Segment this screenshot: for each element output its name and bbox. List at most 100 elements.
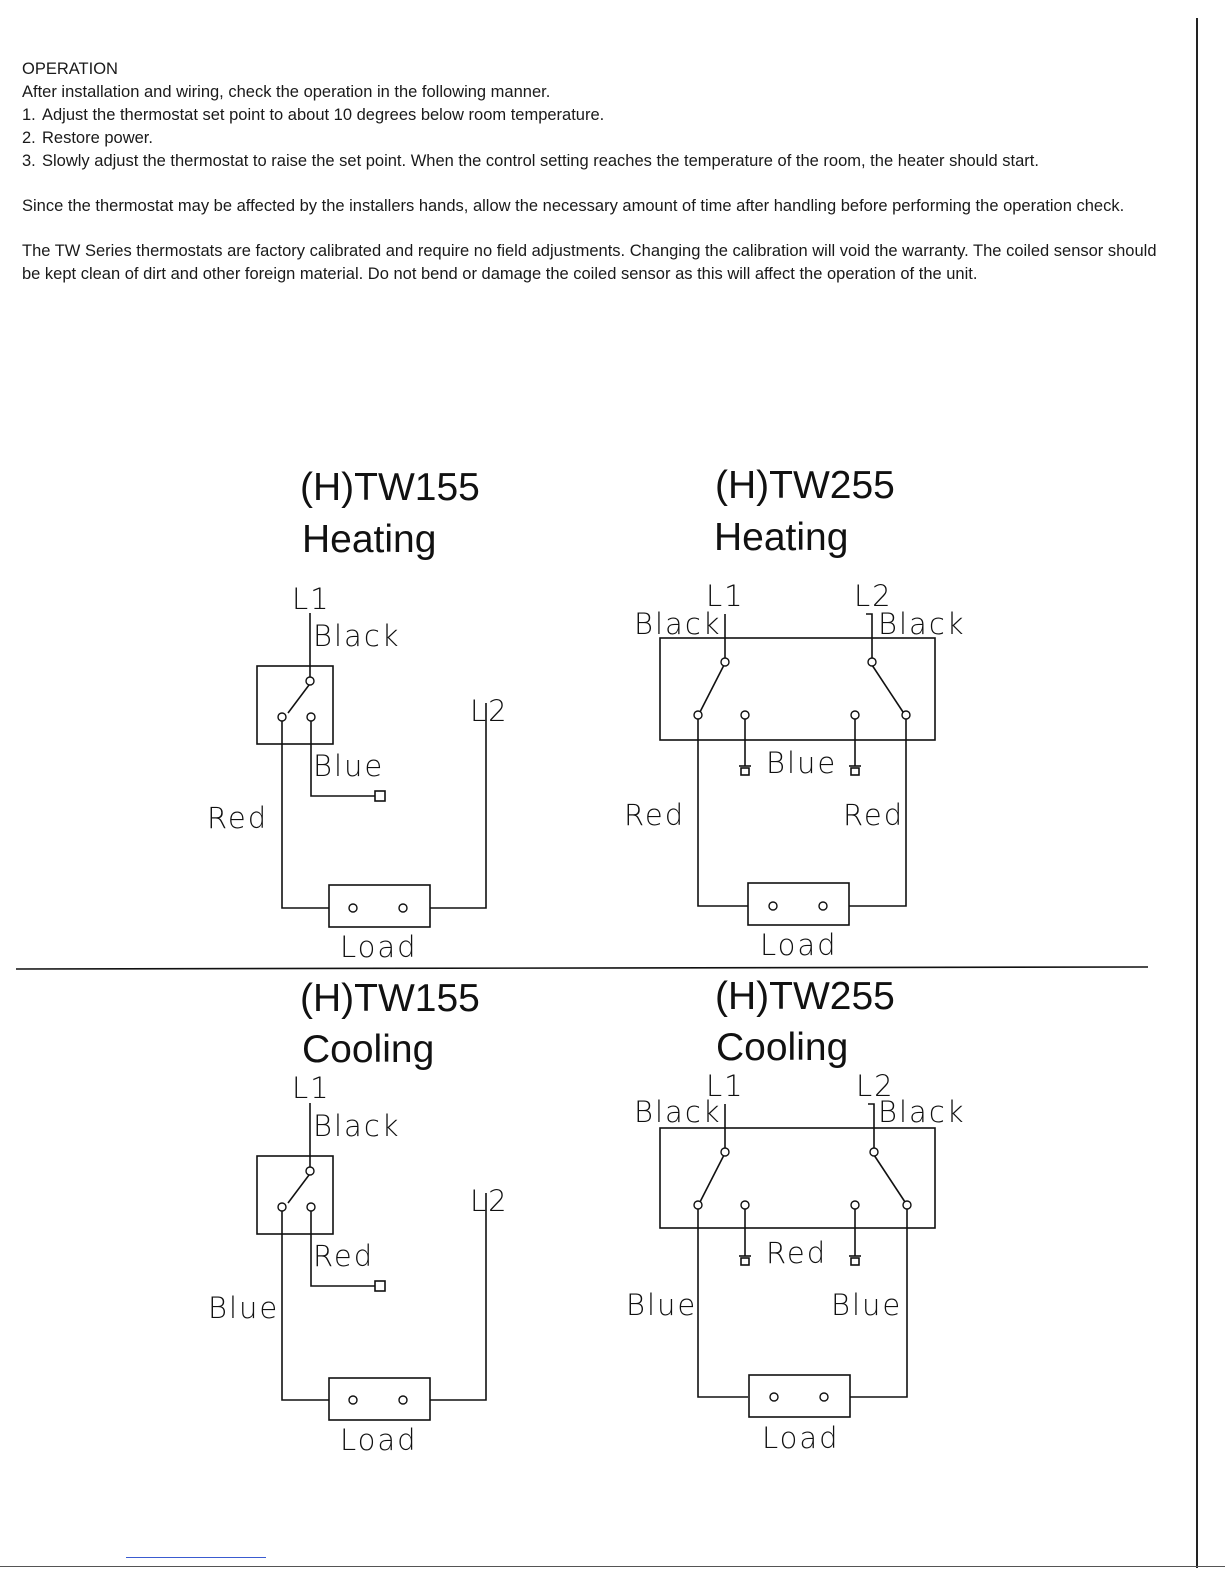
wire-black-right xyxy=(866,613,873,658)
contact xyxy=(867,657,877,667)
load-box xyxy=(747,882,850,926)
contact xyxy=(277,1202,287,1212)
load-contact xyxy=(819,1392,829,1402)
switch-blade-right xyxy=(873,1154,906,1203)
bottom-link-underline xyxy=(126,1557,266,1558)
operation-heading: OPERATION xyxy=(22,60,118,78)
wire-label-red: Red xyxy=(207,801,268,835)
load-label: Load xyxy=(762,1421,840,1455)
contact xyxy=(902,1200,912,1210)
wire-label-black-left: Black xyxy=(634,1095,722,1129)
switch-box xyxy=(659,1127,936,1229)
contact xyxy=(869,1147,879,1157)
wire-blue-left xyxy=(697,1208,748,1398)
diagram-mode-title: Cooling xyxy=(716,1026,848,1069)
load-box xyxy=(748,1374,851,1418)
contact xyxy=(720,657,730,667)
step-number: 1. xyxy=(22,106,36,124)
diagram-model-title: (H)TW155 xyxy=(300,466,480,509)
wire-label-black-left: Black xyxy=(634,607,722,641)
contact xyxy=(693,710,703,720)
load-contact xyxy=(398,903,408,913)
step-item: 1. Adjust the thermostat set point to ab… xyxy=(22,104,1162,127)
wire-red-right xyxy=(849,718,907,907)
wire-red xyxy=(281,720,329,909)
wire-label-black: Black xyxy=(313,1109,401,1143)
red-terminal xyxy=(850,1257,860,1266)
wire-label-black: Black xyxy=(313,619,401,653)
switch-box xyxy=(256,665,334,745)
load-label: Load xyxy=(340,930,418,964)
wire-red xyxy=(310,1210,375,1287)
red-terminal xyxy=(374,1280,386,1292)
step-text: Adjust the thermostat set point to about… xyxy=(42,106,605,124)
wire-label-red: Red xyxy=(313,1239,374,1273)
handling-note: Since the thermostat may be affected by … xyxy=(22,197,1125,215)
switch-blade xyxy=(287,1174,310,1204)
l1-label: L1 xyxy=(292,582,331,616)
l1-label: L1 xyxy=(706,579,745,613)
load-contact xyxy=(818,901,828,911)
diagram-tw255-heating: (H)TW255 Heating L1 L2 Black Black Blue … xyxy=(624,464,966,962)
step-item: 2. Restore power. xyxy=(22,127,1162,150)
diagram-mode-title: Heating xyxy=(714,516,848,559)
contact xyxy=(740,1200,750,1210)
load-contact xyxy=(769,1392,779,1402)
contact xyxy=(306,712,316,722)
contact xyxy=(305,1166,315,1176)
l2-label: L2 xyxy=(856,1069,895,1103)
operation-intro: After installation and wiring, check the… xyxy=(22,83,551,101)
wire-blue-right xyxy=(850,1208,908,1398)
load-label: Load xyxy=(340,1423,418,1457)
wire-label-blue-right: Blue xyxy=(831,1288,902,1322)
load-box xyxy=(328,1377,431,1421)
operation-section: OPERATION After installation and wiring,… xyxy=(22,58,1162,286)
wire-label-blue: Blue xyxy=(313,749,384,783)
diagram-mode-title: Heating xyxy=(302,518,436,561)
contact xyxy=(850,710,860,720)
switch-box xyxy=(659,637,936,741)
load-label: Load xyxy=(760,928,838,962)
step-number: 2. xyxy=(22,129,36,147)
step-item: 3. Slowly adjust the thermostat to raise… xyxy=(22,150,1162,173)
blue-terminal xyxy=(740,767,750,776)
l1-label: L1 xyxy=(292,1071,331,1105)
switch-blade xyxy=(287,684,310,714)
wire-label-red-left: Red xyxy=(624,798,685,832)
contact xyxy=(306,1202,316,1212)
bottom-rule xyxy=(0,1566,1225,1567)
step-text: Restore power. xyxy=(42,129,153,147)
blue-terminal xyxy=(850,767,860,776)
contact xyxy=(305,676,315,686)
wire-l2 xyxy=(430,1193,487,1401)
wire-label-blue: Blue xyxy=(766,746,837,780)
diagram-mode-title: Cooling xyxy=(302,1028,434,1071)
step-number: 3. xyxy=(22,152,36,170)
load-box xyxy=(328,884,431,928)
blue-terminal xyxy=(374,790,386,802)
l1-label: L1 xyxy=(706,1069,745,1103)
l2-label: L2 xyxy=(854,579,893,613)
switch-box xyxy=(256,1155,334,1235)
wire-label-red: Red xyxy=(766,1236,827,1270)
load-contact xyxy=(768,901,778,911)
diagram-tw255-cooling: (H)TW255 Cooling L1 L2 Black Black Red B… xyxy=(626,975,964,1455)
diagram-model-title: (H)TW255 xyxy=(715,464,895,507)
switch-blade-left xyxy=(699,664,725,713)
wire-blue xyxy=(281,1210,329,1401)
wire-label-red-right: Red xyxy=(843,798,904,832)
contact xyxy=(720,1147,730,1157)
contact xyxy=(277,712,287,722)
wire-blue xyxy=(310,720,375,797)
diagram-model-title: (H)TW155 xyxy=(300,977,480,1020)
right-margin-rule xyxy=(1196,18,1198,1568)
diagram-model-title: (H)TW255 xyxy=(715,975,895,1018)
switch-blade-right xyxy=(871,664,904,713)
red-terminal xyxy=(740,1257,750,1266)
wire-label-black-right: Black xyxy=(878,607,966,641)
wire-label-blue-left: Blue xyxy=(626,1288,697,1322)
step-text: Slowly adjust the thermostat to raise th… xyxy=(42,152,1039,170)
contact xyxy=(693,1200,703,1210)
